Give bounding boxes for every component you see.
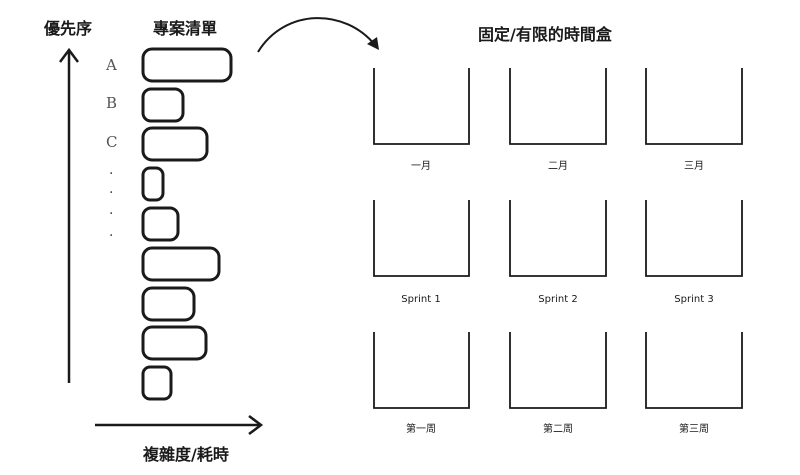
timebox-container [645, 200, 743, 277]
backlog-item [141, 87, 185, 123]
flow-curve-arrow [257, 17, 376, 53]
ellipsis-dot: · [109, 185, 114, 201]
timebox-label: 三月 [684, 161, 704, 172]
timebox-container [373, 332, 470, 409]
row-label-b: B [106, 94, 118, 112]
ellipsis-dot: · [109, 206, 114, 222]
backlog-item [141, 246, 221, 282]
timebox-label: 第二周 [543, 424, 573, 435]
backlog-items [141, 47, 233, 401]
timebox-label: 第一周 [406, 424, 436, 435]
timebox-container [509, 68, 607, 145]
backlog-item [141, 166, 165, 202]
ellipsis-dot: · [109, 228, 114, 244]
complexity-axis-label: 複雜度/耗時 [143, 445, 229, 464]
timebox-label: Sprint 2 [538, 294, 578, 305]
priority-axis-label: 優先序 [44, 19, 93, 38]
complexity-arrow-head [248, 415, 264, 435]
backlog-item [141, 206, 180, 242]
timebox-label: 二月 [548, 161, 568, 172]
backlog-item [141, 47, 233, 83]
flow-curve-arrow-head [367, 37, 379, 50]
row-label-a: A [106, 56, 117, 74]
row-label-c: C [106, 133, 118, 151]
timebox-container [645, 332, 743, 409]
timebox-label: Sprint 1 [401, 294, 441, 305]
timebox-label: 一月 [411, 161, 431, 172]
backlog-item [141, 286, 196, 322]
backlog-item [141, 126, 209, 162]
timebox-label: Sprint 3 [674, 294, 714, 305]
timebox-container [373, 68, 470, 145]
timebox-container [373, 200, 470, 277]
backlog-item [141, 325, 208, 361]
backlog-title: 專案清單 [153, 19, 218, 38]
timebox-title: 固定/有限的時間盒 [478, 25, 612, 44]
timebox-grid [373, 68, 743, 409]
timebox-container [509, 200, 607, 277]
timebox-container [509, 332, 607, 409]
backlog-item [141, 365, 173, 401]
timebox-label: 第三周 [679, 424, 709, 435]
timebox-container [645, 68, 743, 145]
ellipsis-dot: · [109, 166, 114, 182]
priority-arrow-head [59, 47, 79, 63]
